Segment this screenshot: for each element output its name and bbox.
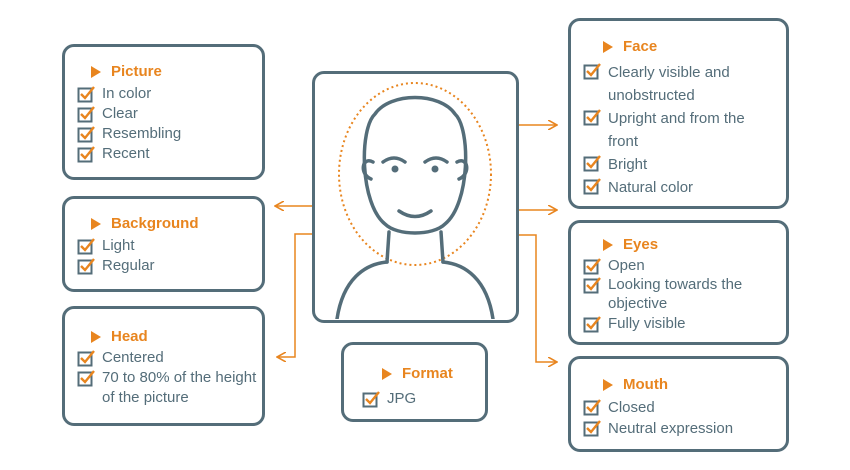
triangle-bullet-icon bbox=[603, 378, 613, 391]
checked-box-icon bbox=[77, 106, 95, 123]
list-item: Looking towards the objective bbox=[583, 275, 783, 313]
list-item: Clearly visible and unobstructed bbox=[583, 61, 783, 107]
list-item: Resembling bbox=[77, 124, 257, 144]
checked-box-icon bbox=[583, 420, 601, 437]
face-illustration bbox=[335, 82, 495, 319]
checked-box-icon bbox=[77, 126, 95, 143]
checked-box-icon bbox=[77, 146, 95, 163]
list-item: JPG bbox=[362, 389, 482, 409]
background-box: Background Light Regular bbox=[62, 196, 265, 292]
list-item: Bright bbox=[583, 153, 783, 176]
triangle-bullet-icon bbox=[603, 40, 613, 53]
face-title: Face bbox=[603, 38, 657, 55]
list-item: Regular bbox=[77, 256, 257, 276]
triangle-bullet-icon bbox=[382, 367, 392, 380]
list-item: 70 to 80% of the height of the picture bbox=[77, 368, 262, 408]
photo-frame bbox=[312, 71, 519, 323]
mouth-line bbox=[397, 209, 433, 219]
triangle-bullet-icon bbox=[91, 217, 101, 230]
list-item: Natural color bbox=[583, 176, 783, 199]
shoulders bbox=[335, 260, 495, 319]
checked-box-icon bbox=[583, 63, 601, 80]
list-item: Upright and from the front bbox=[583, 107, 783, 153]
head-box: Head Centered 70 to 80% of the height of… bbox=[62, 306, 265, 426]
list-item: Neutral expression bbox=[583, 418, 783, 439]
right-brow bbox=[423, 156, 449, 164]
right-ear bbox=[455, 159, 469, 181]
background-title: Background bbox=[91, 215, 199, 232]
list-item: In color bbox=[77, 84, 257, 104]
triangle-bullet-icon bbox=[91, 330, 101, 343]
neck-right bbox=[439, 230, 445, 264]
list-item: Light bbox=[77, 236, 257, 256]
checked-box-icon bbox=[583, 399, 601, 416]
head-guide-oval bbox=[338, 82, 492, 266]
picture-title: Picture bbox=[91, 63, 162, 80]
triangle-bullet-icon bbox=[91, 65, 101, 78]
face-box: Face Clearly visible and unobstructed Up… bbox=[568, 18, 789, 209]
format-box: Format JPG bbox=[341, 342, 488, 422]
checked-box-icon bbox=[77, 238, 95, 255]
list-item: Centered bbox=[77, 348, 262, 368]
triangle-bullet-icon bbox=[603, 238, 613, 251]
checked-box-icon bbox=[362, 391, 380, 408]
neck-left bbox=[385, 230, 391, 264]
checked-box-icon bbox=[583, 155, 601, 172]
checked-box-icon bbox=[583, 316, 601, 333]
list-item: Closed bbox=[583, 397, 783, 418]
checked-box-icon bbox=[77, 350, 95, 367]
left-ear bbox=[361, 159, 375, 181]
list-item: Fully visible bbox=[583, 314, 783, 333]
left-brow bbox=[381, 156, 407, 164]
checked-box-icon bbox=[583, 178, 601, 195]
list-item: Open bbox=[583, 256, 783, 275]
mouth-title: Mouth bbox=[603, 376, 668, 393]
checked-box-icon bbox=[583, 277, 601, 294]
eyes-title: Eyes bbox=[603, 236, 658, 253]
checked-box-icon bbox=[583, 109, 601, 126]
picture-box: Picture In color Clear Resembling Recent bbox=[62, 44, 265, 180]
list-item: Recent bbox=[77, 144, 257, 164]
checked-box-icon bbox=[77, 370, 95, 387]
left-eye bbox=[391, 165, 399, 173]
checked-box-icon bbox=[77, 258, 95, 275]
eyes-box: Eyes Open Looking towards the objective … bbox=[568, 220, 789, 345]
head-outline bbox=[362, 95, 468, 235]
checked-box-icon bbox=[77, 86, 95, 103]
format-title: Format bbox=[382, 365, 453, 382]
mouth-box: Mouth Closed Neutral expression bbox=[568, 356, 789, 452]
head-title: Head bbox=[91, 328, 148, 345]
right-eye bbox=[431, 165, 439, 173]
list-item: Clear bbox=[77, 104, 257, 124]
checked-box-icon bbox=[583, 258, 601, 275]
